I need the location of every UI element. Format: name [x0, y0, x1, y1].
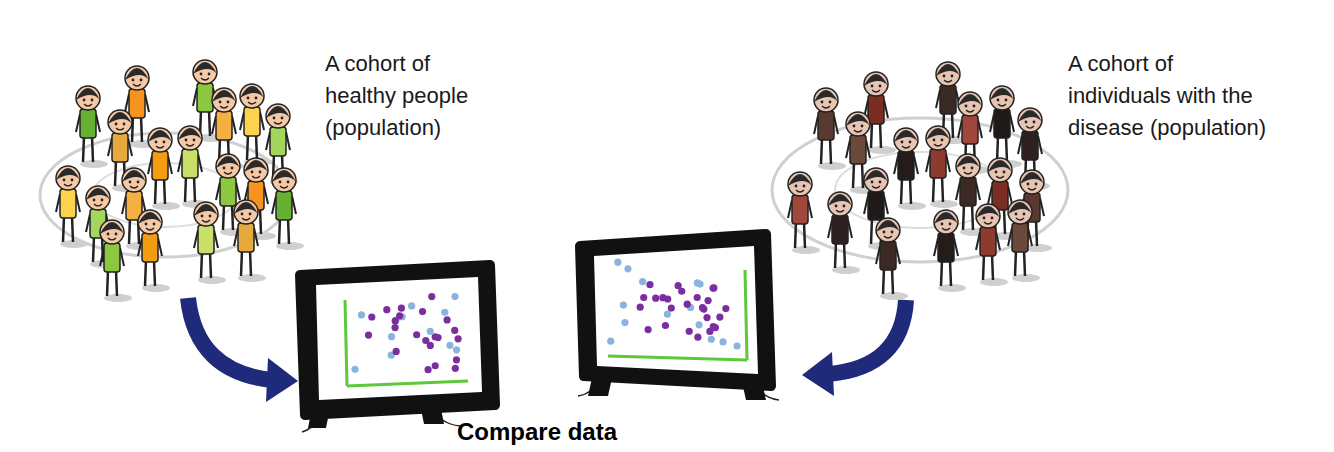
data-dot	[388, 333, 395, 340]
data-dot	[719, 338, 726, 345]
data-dot	[408, 302, 415, 309]
data-dot	[424, 366, 431, 373]
data-dot	[427, 328, 434, 335]
data-dot	[451, 293, 458, 300]
data-dot	[694, 279, 701, 286]
data-dot	[646, 281, 653, 288]
person-figure	[894, 128, 926, 210]
data-dot	[413, 331, 420, 338]
data-dot	[614, 259, 621, 266]
data-dot	[694, 294, 701, 301]
data-dot	[664, 311, 671, 318]
person-figure	[178, 126, 210, 208]
data-dot	[704, 297, 711, 304]
person-figure	[100, 220, 132, 302]
data-dot	[434, 334, 441, 341]
person-figure	[240, 84, 272, 166]
person-figure	[828, 192, 860, 274]
data-dot	[451, 327, 458, 334]
person-figure	[846, 112, 878, 194]
data-dot	[709, 284, 716, 291]
person-figure	[1008, 200, 1040, 282]
data-dot	[712, 324, 719, 331]
person-figure	[990, 86, 1022, 168]
person-figure	[814, 88, 846, 170]
data-dot	[393, 348, 400, 355]
person-figure	[926, 126, 958, 208]
person-figure	[212, 88, 244, 170]
data-dot	[659, 294, 666, 301]
data-dot	[453, 346, 460, 353]
cohort-label: A cohort of healthy people (population)	[325, 48, 485, 144]
data-dot	[396, 312, 403, 319]
data-dot	[637, 304, 644, 311]
data-dot	[662, 322, 669, 329]
person-figure	[148, 128, 180, 210]
data-dot	[695, 321, 702, 328]
person-figure	[138, 210, 170, 292]
data-dot	[365, 331, 372, 338]
data-dot	[645, 326, 652, 333]
data-dot	[686, 328, 693, 335]
data-dot	[398, 305, 405, 312]
person-figure	[976, 204, 1008, 286]
caption-label: Compare data	[457, 418, 617, 446]
person-figure	[76, 86, 108, 168]
data-dot	[454, 335, 461, 342]
data-dot	[675, 282, 682, 289]
person-figure	[56, 166, 88, 248]
data-dot	[710, 284, 717, 291]
data-dot	[652, 295, 659, 302]
data-dot	[722, 305, 729, 312]
data-dot	[700, 305, 707, 312]
monitor	[300, 265, 495, 432]
data-dot	[708, 336, 715, 343]
data-dot	[639, 278, 646, 285]
data-dot	[453, 356, 460, 363]
data-dot	[694, 334, 701, 341]
data-dot	[621, 319, 628, 326]
arrow	[802, 300, 906, 396]
data-dot	[428, 293, 435, 300]
person-figure	[934, 210, 966, 292]
data-dot	[640, 294, 647, 301]
data-dot	[716, 313, 723, 320]
data-dot	[351, 366, 358, 373]
data-dot	[419, 308, 426, 315]
person-figure	[876, 218, 908, 300]
data-dot	[443, 316, 450, 323]
data-dot	[607, 338, 614, 345]
person-figure	[272, 168, 304, 250]
data-dot	[446, 342, 453, 349]
person-figure	[234, 200, 266, 282]
data-dot	[441, 309, 448, 316]
data-dot	[668, 304, 675, 311]
person-figure	[194, 202, 226, 284]
arrow	[188, 298, 298, 402]
data-dot	[624, 265, 631, 272]
data-dot	[703, 314, 710, 321]
cohort-label: A cohort of individuals with the disease…	[1068, 48, 1273, 144]
data-dot	[432, 362, 439, 369]
data-dot	[391, 324, 398, 331]
person-figure	[864, 72, 896, 154]
data-dot	[620, 301, 627, 308]
data-dot	[368, 313, 375, 320]
disease-cohort	[772, 118, 1068, 262]
data-dot	[383, 306, 390, 313]
data-dot	[452, 365, 459, 372]
person-figure	[788, 172, 820, 254]
data-dot	[422, 337, 429, 344]
monitor	[578, 234, 779, 400]
data-dot	[358, 311, 365, 318]
data-dot	[733, 342, 740, 349]
data-dot	[684, 301, 691, 308]
